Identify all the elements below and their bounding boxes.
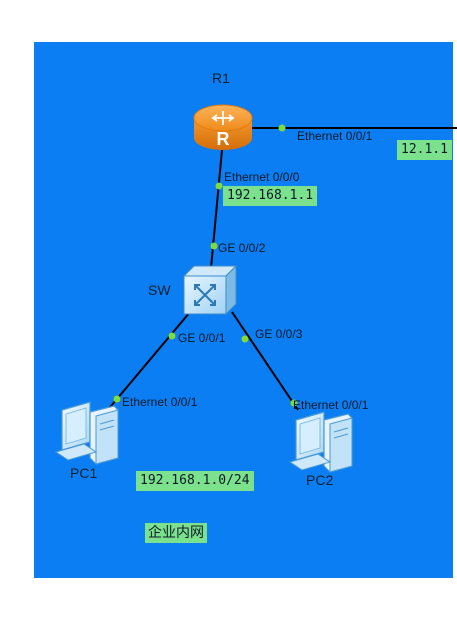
port-dot-sw-ge001[interactable] [168, 332, 176, 340]
port-label-pc1-e001: Ethernet 0/0/1 [122, 395, 198, 409]
lan-subnet-tag: 192.168.1.0/24 [136, 471, 254, 491]
gateway-ip-tag: 192.168.1.1 [223, 186, 318, 206]
switch-icon[interactable] [182, 264, 238, 316]
port-label-r1-e000: Ethernet 0/0/0 [224, 170, 300, 184]
router-label: R1 [212, 70, 230, 86]
pc-icon[interactable] [54, 401, 119, 465]
port-dot-sw-ge003[interactable] [241, 335, 249, 343]
port-label-sw-ge002: GE 0/0/2 [218, 241, 266, 255]
port-label-r1-e001: Ethernet 0/0/1 [297, 129, 373, 143]
zone-name-tag: 企业内网 [145, 523, 207, 543]
svg-text:R: R [217, 129, 230, 149]
port-dot-r1-e000[interactable] [215, 182, 223, 190]
router-icon[interactable]: R [193, 104, 253, 150]
port-label-sw-ge003: GE 0/0/3 [255, 327, 303, 341]
port-dot-sw-ge002[interactable] [210, 242, 218, 250]
link-sw-pc1 [105, 311, 191, 413]
wan-ip-tag: 12.1.1 [397, 140, 452, 160]
link-sw-pc2 [231, 311, 299, 411]
port-label-pc2-e001: Ethernet 0/0/1 [293, 398, 369, 412]
pc-icon[interactable] [288, 411, 353, 473]
port-label-sw-ge001: GE 0/0/1 [178, 331, 226, 345]
switch-label: SW [148, 282, 171, 298]
port-dot-pc2-e001[interactable] [290, 399, 298, 407]
port-dot-r1-e001[interactable] [278, 124, 286, 132]
pc2-label: PC2 [306, 472, 334, 488]
port-dot-pc1-e001[interactable] [113, 395, 121, 403]
pc1-label: PC1 [70, 465, 98, 481]
